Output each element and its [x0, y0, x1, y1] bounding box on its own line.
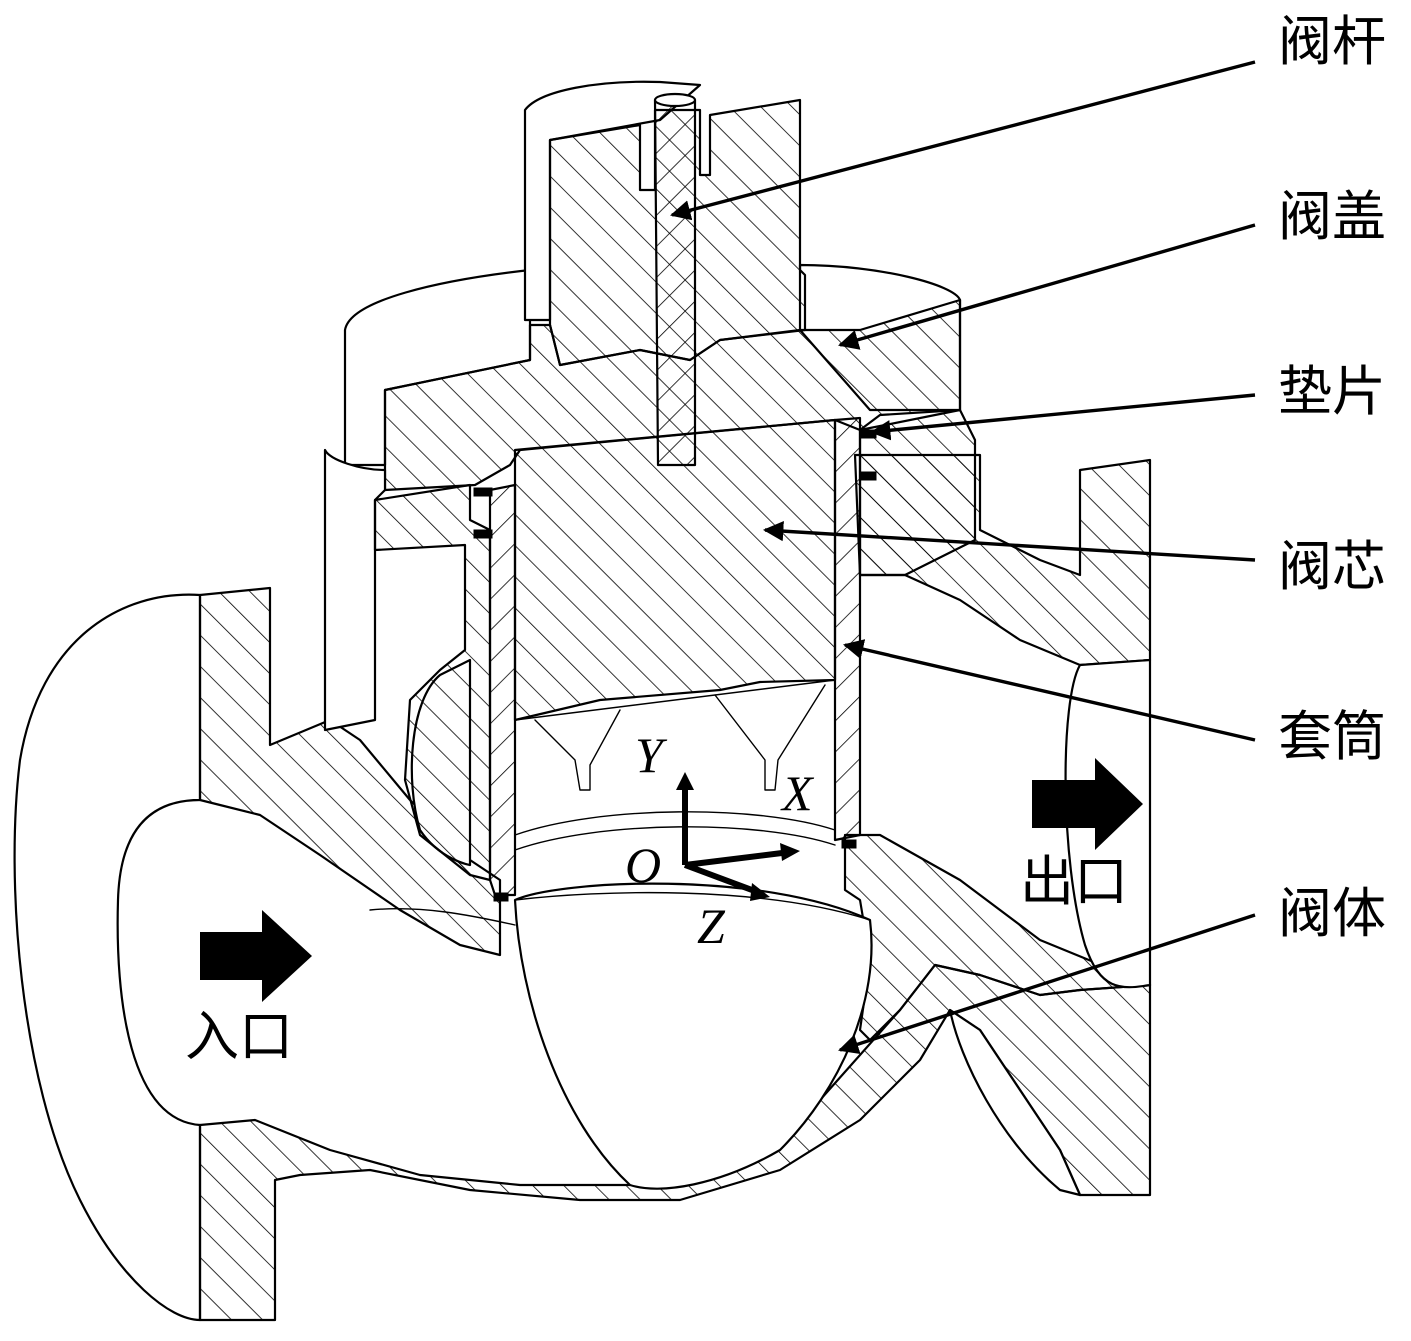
gasket-left-mid: [473, 529, 493, 539]
outlet-label: 出口: [1020, 850, 1128, 913]
bowl-rim: [514, 891, 871, 921]
valve-body: [13, 453, 1152, 1322]
gasket-left-top: [473, 487, 493, 497]
plug-skirt: [514, 679, 836, 721]
leader-body: [838, 913, 1256, 1055]
axis-label-x: X: [780, 765, 815, 821]
label-cage: 套筒: [1278, 705, 1386, 768]
gasket-right-mid: [859, 471, 877, 481]
leader-stem: [670, 60, 1256, 221]
leader-lines: [670, 60, 1256, 1055]
body-neck-skin: [323, 448, 387, 732]
outlet-arrow: 出口: [1020, 758, 1143, 913]
right-arrow-icon: [1032, 758, 1143, 850]
label-bonnet: 阀盖: [1278, 185, 1386, 248]
inner-elbow-bowl: [513, 882, 873, 1190]
plug-cone-left: [534, 709, 621, 791]
plug: [513, 418, 837, 791]
z-axis-arrowhead: [750, 883, 770, 901]
gasket-left-bottom: [493, 892, 509, 902]
leader-cage: [843, 639, 1256, 742]
y-axis-arrowhead: [676, 772, 694, 790]
plug-cone-right: [714, 684, 826, 791]
inlet-arrow: 入口: [185, 910, 312, 1068]
x-axis-line: [684, 849, 791, 868]
axis-label-y: Y: [635, 727, 668, 783]
part-labels: 阀杆 阀盖 垫片 阀芯 套筒 阀体: [1278, 10, 1386, 945]
body-neck-left: [373, 483, 492, 882]
x-axis-arrowhead: [780, 843, 800, 861]
stem-rod: [653, 93, 697, 467]
stem-top: [653, 92, 697, 108]
label-gasket: 垫片: [1278, 360, 1386, 423]
gasket-right-bottom: [841, 839, 857, 849]
label-body: 阀体: [1278, 882, 1386, 945]
inlet-label: 入口: [185, 1005, 293, 1068]
label-stem: 阀杆: [1278, 10, 1386, 73]
z-axis-line: [683, 862, 762, 896]
inlet-inner-curve: [369, 908, 516, 926]
cage-bottom-ring: [514, 811, 836, 836]
leader-plug: [762, 520, 1256, 562]
cage-bottom-ring-2: [514, 826, 836, 851]
cage-left-wall: [488, 483, 517, 897]
cage-right-wall: [833, 416, 862, 842]
outlet-bottom-shell: [948, 1008, 1082, 1197]
leader-gasket: [869, 393, 1256, 441]
inlet-flange-upper: [198, 586, 502, 957]
coordinate-axes: Y X O Z: [625, 727, 815, 954]
right-arrow-icon: [200, 910, 312, 1002]
axis-label-z: Z: [697, 898, 726, 954]
cage: [488, 416, 862, 897]
label-plug: 阀芯: [1278, 535, 1386, 598]
gaskets: [473, 429, 877, 902]
axis-label-o: O: [625, 837, 661, 893]
leader-bonnet: [838, 223, 1256, 350]
stem: [653, 92, 697, 467]
inlet-pipe-shell: [13, 593, 202, 1322]
plug-body: [513, 418, 837, 722]
